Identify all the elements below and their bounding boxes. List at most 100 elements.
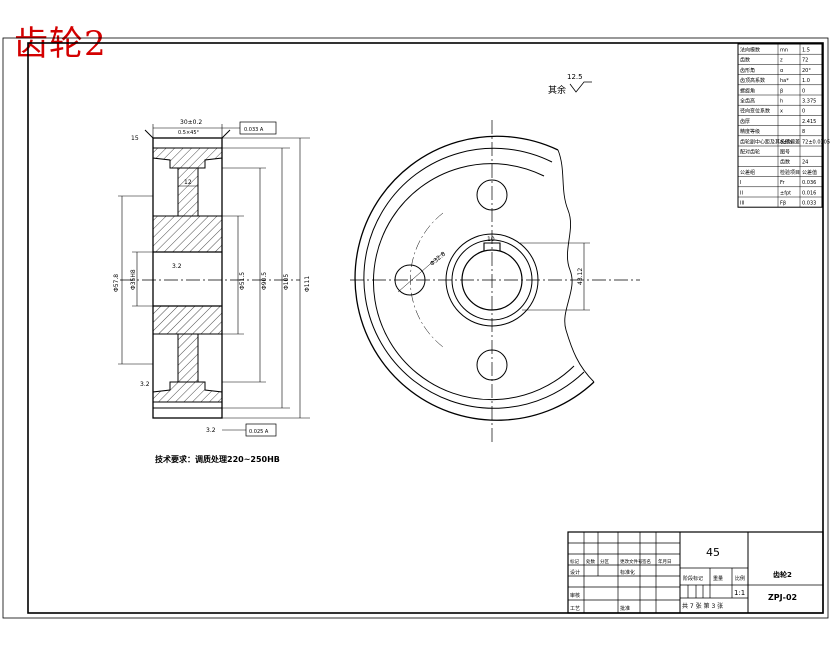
dim-hub-outer: Φ57.8 (113, 274, 120, 292)
param-cell: 配对齿轮 (740, 149, 760, 156)
param-cell: 螺旋角 (740, 87, 755, 94)
param-cell: III (740, 201, 744, 207)
param-cell: β (780, 88, 783, 94)
param-cell: 72 (802, 58, 808, 64)
hub-lower-section (152, 305, 223, 335)
title-block-revision-headers: 标记处数分区 更改文件号签名年月日 (570, 558, 672, 565)
dim-chamfer: 0.5×45° (178, 130, 200, 136)
tech-requirement: 技术要求：调质处理220~250HB (155, 454, 280, 464)
param-cell: 齿厚 (740, 119, 750, 125)
front-view (350, 120, 640, 442)
title-block-stage: 阶段标记 (683, 575, 703, 582)
param-cell: 2.415 (802, 119, 816, 125)
revision-header: 更改文件号 (620, 558, 643, 565)
param-cell: z (780, 58, 783, 64)
param-cell: 20° (802, 68, 811, 74)
dim-rib: 12 (184, 179, 192, 186)
param-cell: 0 (802, 88, 805, 94)
title-block-ratio: 比例 (735, 575, 745, 582)
roughness-3: 3.2 (140, 381, 150, 388)
rim-top-section (152, 147, 223, 169)
revision-header: 分区 (600, 558, 609, 565)
title-block-process: 工艺 (570, 606, 580, 612)
param-cell: 全齿高 (740, 98, 755, 105)
roughness-2: 3.2 (206, 427, 216, 434)
surface-note-value: 12.5 (567, 73, 583, 81)
param-cell: 齿数 (780, 159, 790, 166)
param-cell: mn (780, 48, 788, 54)
dim-bore: Φ35H8 (130, 269, 137, 290)
param-cell: 72±0.0305 (802, 139, 830, 145)
hub-upper-section (152, 215, 223, 253)
param-cell: 齿数 (740, 57, 750, 64)
surface-note-label: 其余 (548, 84, 566, 96)
param-cell: 径向变位系数 (740, 108, 770, 115)
param-cell: 8 (802, 129, 805, 135)
param-cell: 公差值 (802, 169, 817, 176)
web-upper-section (177, 167, 199, 217)
sheet-count: 共 7 张 第 3 张 (682, 602, 723, 610)
dim-keyway-width: 10 (487, 236, 495, 243)
title-block (567, 531, 824, 614)
param-cell: a±fa (780, 139, 792, 145)
revision-header: 处数 (586, 558, 595, 565)
scale: 1:1 (734, 589, 745, 597)
param-cell: 齿形角 (740, 67, 755, 74)
param-cell: 1.5 (802, 48, 810, 54)
outer-border (2, 37, 829, 619)
title-block-review: 审核 (570, 592, 580, 599)
param-cell: ha* (780, 78, 789, 84)
web-lower-section (177, 333, 199, 383)
drawing-title: 齿轮2 (14, 24, 107, 64)
rim-bottom-section (152, 381, 223, 403)
param-cell: II (740, 190, 743, 196)
param-cell: h (780, 99, 783, 105)
param-cell: 0 (802, 109, 805, 115)
title-block-standard: 标准化 (620, 569, 635, 576)
param-cell: 24 (802, 160, 808, 166)
break-line (557, 149, 595, 383)
dim-rim-inner-dia: Φ90.5 (261, 272, 268, 290)
param-cell: 图号 (780, 150, 790, 156)
dim-root-dia: Φ105 (283, 274, 290, 290)
revision-header: 签名 (642, 558, 651, 565)
param-cell: 0.016 (802, 190, 816, 196)
param-cell: x (780, 109, 783, 115)
param-cell: 0.036 (802, 180, 816, 186)
inner-border (27, 42, 824, 614)
angle-mark: 15 (131, 135, 139, 142)
param-cell: 精度等级 (740, 128, 760, 135)
dim-hub-dia: Φ51.5 (239, 272, 246, 290)
title-block-design: 设计 (570, 569, 580, 576)
param-cell: ±fpt (780, 190, 791, 196)
material: 45 (706, 546, 720, 559)
revision-header: 标记 (570, 558, 579, 565)
revision-header: 年月日 (658, 558, 672, 565)
roughness-symbol (569, 81, 592, 93)
section-view (118, 121, 310, 437)
dim-face-width: 30±0.2 (180, 119, 202, 126)
dim-keyway-depth: 43.12 (577, 268, 584, 285)
roughness-1: 3.2 (172, 263, 182, 270)
dim-outer-dia: Φ111 (304, 276, 311, 292)
title-block-approve: 批准 (620, 605, 630, 612)
parameter-table: 法向模数 mn 1.5 齿数 z 72 齿形角 α 20° 齿顶高系数 ha* 1.0 螺旋角 β 0 全齿高… (737, 43, 830, 208)
param-cell: 公差组 (740, 169, 755, 176)
param-cell: 法向模数 (740, 47, 760, 54)
param-cell: 齿顶高系数 (740, 77, 765, 84)
param-cell: Fr (780, 180, 786, 186)
param-cell: 3.375 (802, 99, 816, 105)
tolerance-frame-2: 0.025 A (249, 429, 269, 435)
part-name: 齿轮2 (773, 570, 792, 579)
dim-hole: Φ32.8 (429, 250, 447, 267)
param-cell: α (780, 68, 784, 74)
tolerance-frame-1: 0.033 A (244, 127, 264, 133)
param-cell: 1.0 (802, 78, 810, 84)
param-cell: 齿轮副中心距及其极限偏差 (740, 138, 800, 145)
param-cell: Fβ (780, 201, 786, 207)
title-block-weight: 重量 (713, 575, 723, 582)
param-cell: 检验项目 (780, 169, 800, 176)
param-cell: 0.033 (802, 201, 816, 207)
drawing-number: ZPJ-02 (768, 593, 797, 602)
